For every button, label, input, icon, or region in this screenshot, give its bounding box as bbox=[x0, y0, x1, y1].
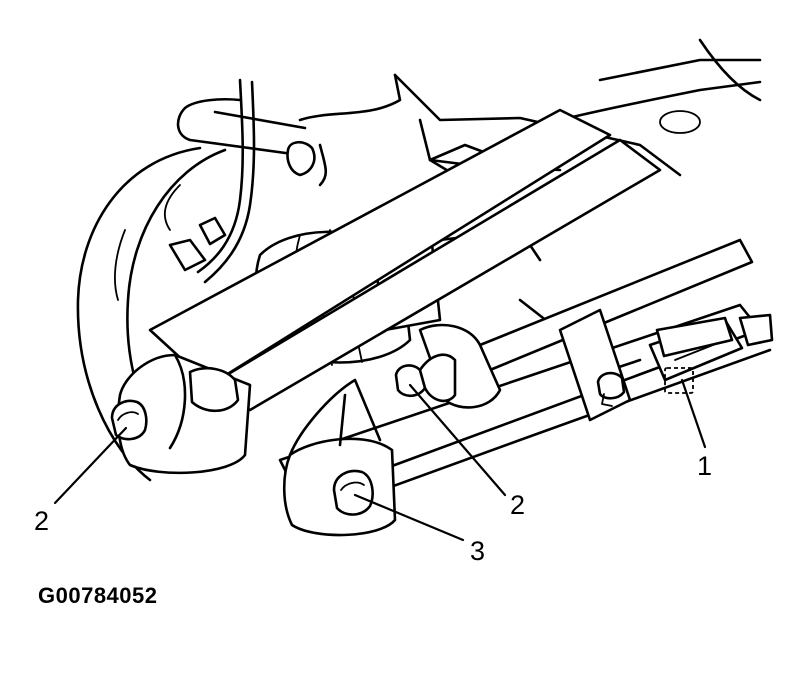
leader-lines bbox=[53, 378, 707, 542]
brake-hose bbox=[168, 78, 316, 284]
nut-center bbox=[394, 353, 457, 403]
callout-1: 1 bbox=[697, 451, 712, 481]
bolt-bottom bbox=[332, 469, 374, 516]
callout-2-left: 2 bbox=[34, 506, 49, 536]
bolt-left bbox=[110, 399, 148, 441]
adjuster-sleeve bbox=[648, 313, 774, 394]
knuckle-bracket bbox=[116, 353, 252, 475]
figure-id: G00784052 bbox=[38, 583, 158, 608]
callout-3: 3 bbox=[470, 536, 485, 566]
lock-nut bbox=[596, 371, 626, 407]
callout-2-center: 2 bbox=[510, 490, 525, 520]
body-frame bbox=[298, 38, 762, 187]
